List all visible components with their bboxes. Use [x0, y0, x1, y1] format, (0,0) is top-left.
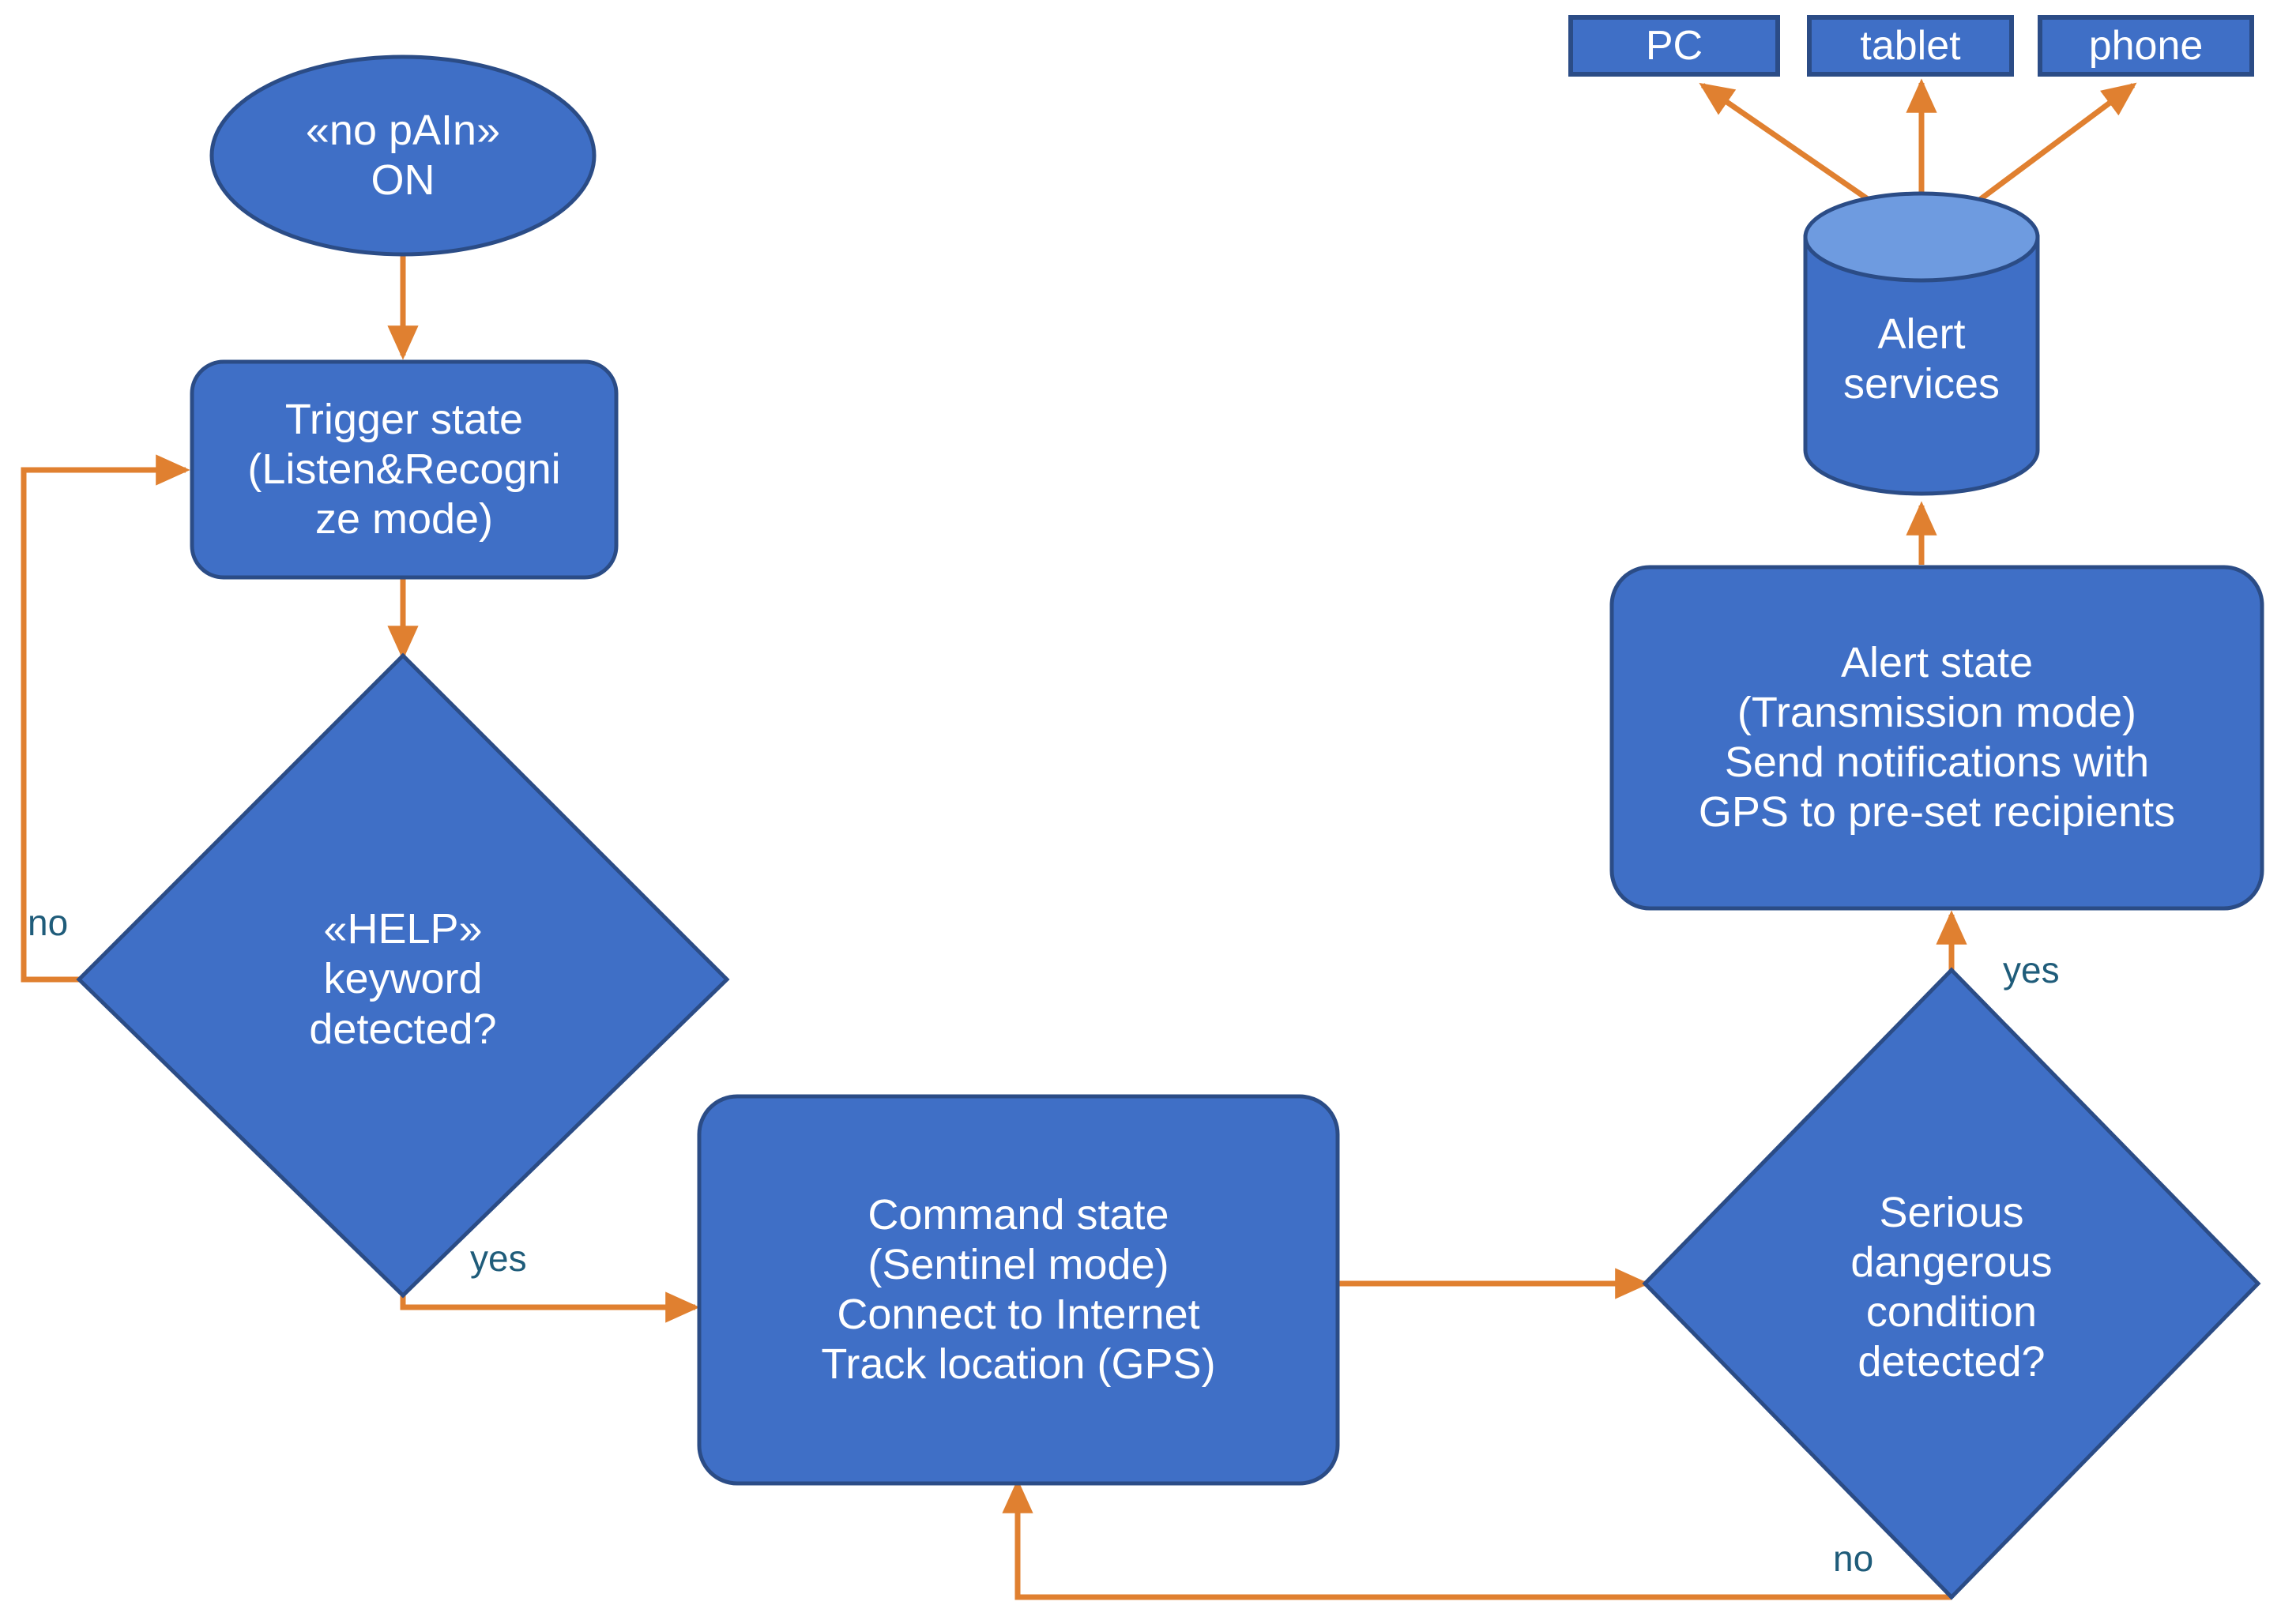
edge-help-yes-to-command [400, 1291, 700, 1323]
node-trigger-state[interactable] [190, 359, 619, 580]
node-danger-decision[interactable] [1642, 967, 2261, 1600]
node-device-phone[interactable] [2038, 15, 2254, 77]
node-help-decision[interactable] [76, 652, 730, 1299]
node-command-state[interactable] [697, 1094, 1340, 1486]
edge-services-to-phone [1957, 82, 2137, 217]
node-device-pc[interactable] [1568, 15, 1780, 77]
edge-label-help-yes: yes [470, 1238, 527, 1279]
edge-services-to-pc [1699, 82, 1890, 216]
node-start-ellipse[interactable] [209, 55, 597, 257]
node-alert-state[interactable] [1609, 565, 2264, 911]
node-device-tablet[interactable] [1807, 15, 2014, 77]
node-alert-services-cylinder[interactable] [1803, 191, 2040, 496]
edge-danger-no-to-command [1002, 1479, 1952, 1600]
edge-label-danger-no: no [1833, 1538, 1874, 1579]
edge-label-help-no: no [28, 902, 69, 943]
edge-help-no-to-trigger [21, 454, 190, 983]
edge-label-danger-yes: yes [2003, 949, 2060, 991]
